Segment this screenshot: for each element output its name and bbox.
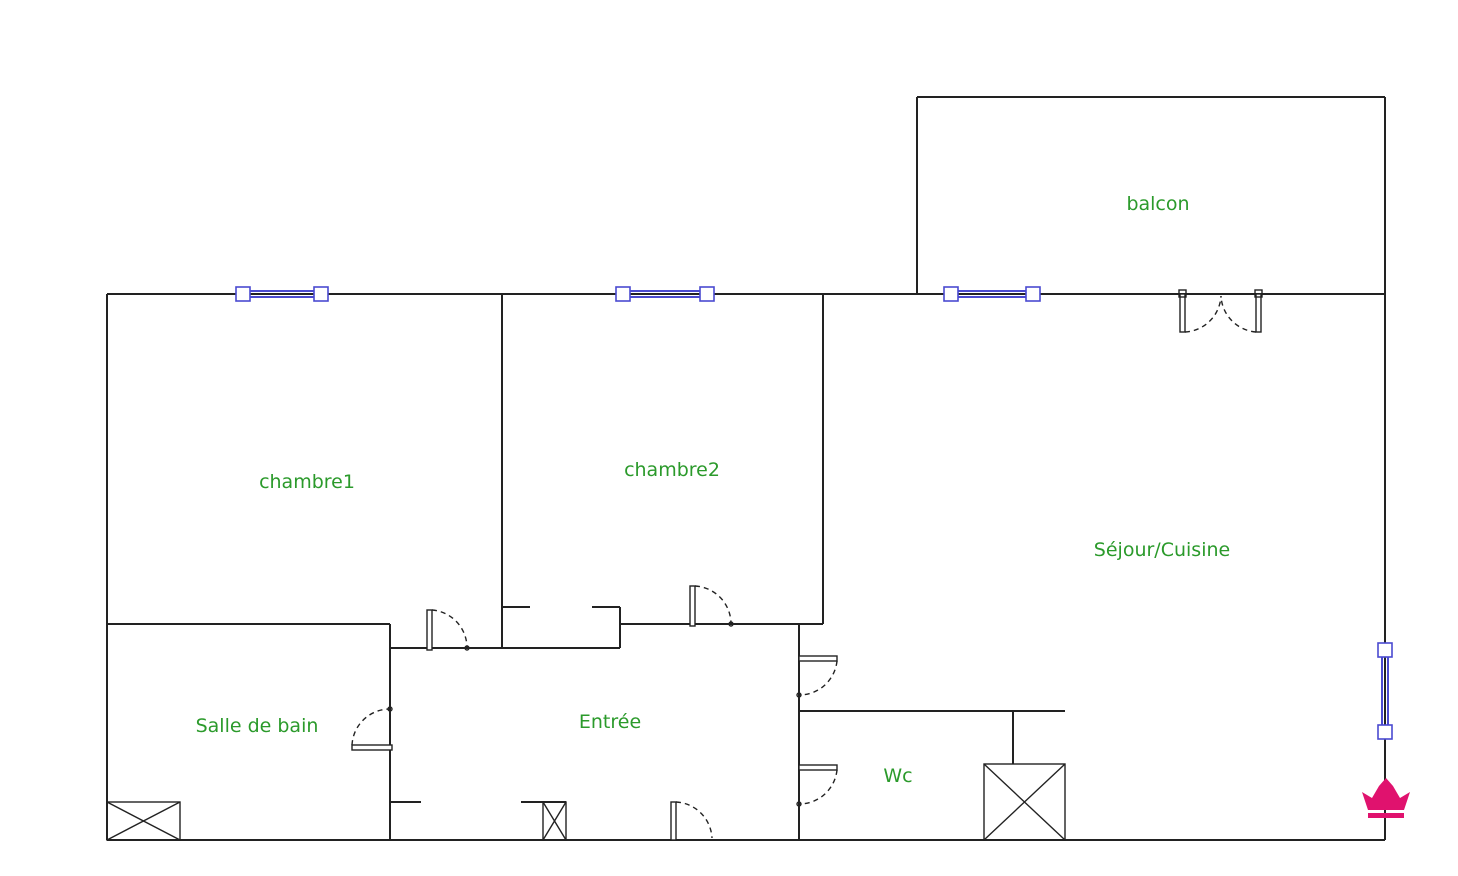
door-entrance: [670, 801, 713, 841]
balcony-outline: [916, 96, 1386, 294]
interior-walls: [107, 294, 1065, 840]
door-wc: [796, 764, 838, 807]
room-label-sejour: Séjour/Cuisine: [1094, 539, 1230, 561]
room-label-wc: Wc: [883, 765, 912, 787]
door-sejour: [796, 655, 838, 698]
window-sejour-top: [943, 286, 1041, 302]
shaft-entree: [542, 801, 567, 841]
balcony-double-door: [1178, 289, 1263, 333]
shaft-wc: [983, 763, 1066, 841]
window-chambre2: [615, 286, 715, 302]
room-label-chambre2: chambre2: [624, 459, 720, 481]
room-label-chambre1: chambre1: [259, 471, 355, 493]
door-salle-de-bain: [351, 706, 393, 751]
outer-walls: [106, 293, 1386, 841]
shaft-salle-de-bain: [106, 801, 181, 841]
door-chambre1: [426, 609, 470, 651]
door-chambre2: [689, 585, 734, 627]
window-sejour-right: [1377, 642, 1393, 740]
room-label-salle-de-bain: Salle de bain: [196, 715, 319, 737]
room-label-entree: Entrée: [579, 711, 641, 733]
room-label-balcon: balcon: [1126, 193, 1189, 215]
window-chambre1: [235, 286, 329, 302]
crown-icon: [1362, 778, 1410, 818]
